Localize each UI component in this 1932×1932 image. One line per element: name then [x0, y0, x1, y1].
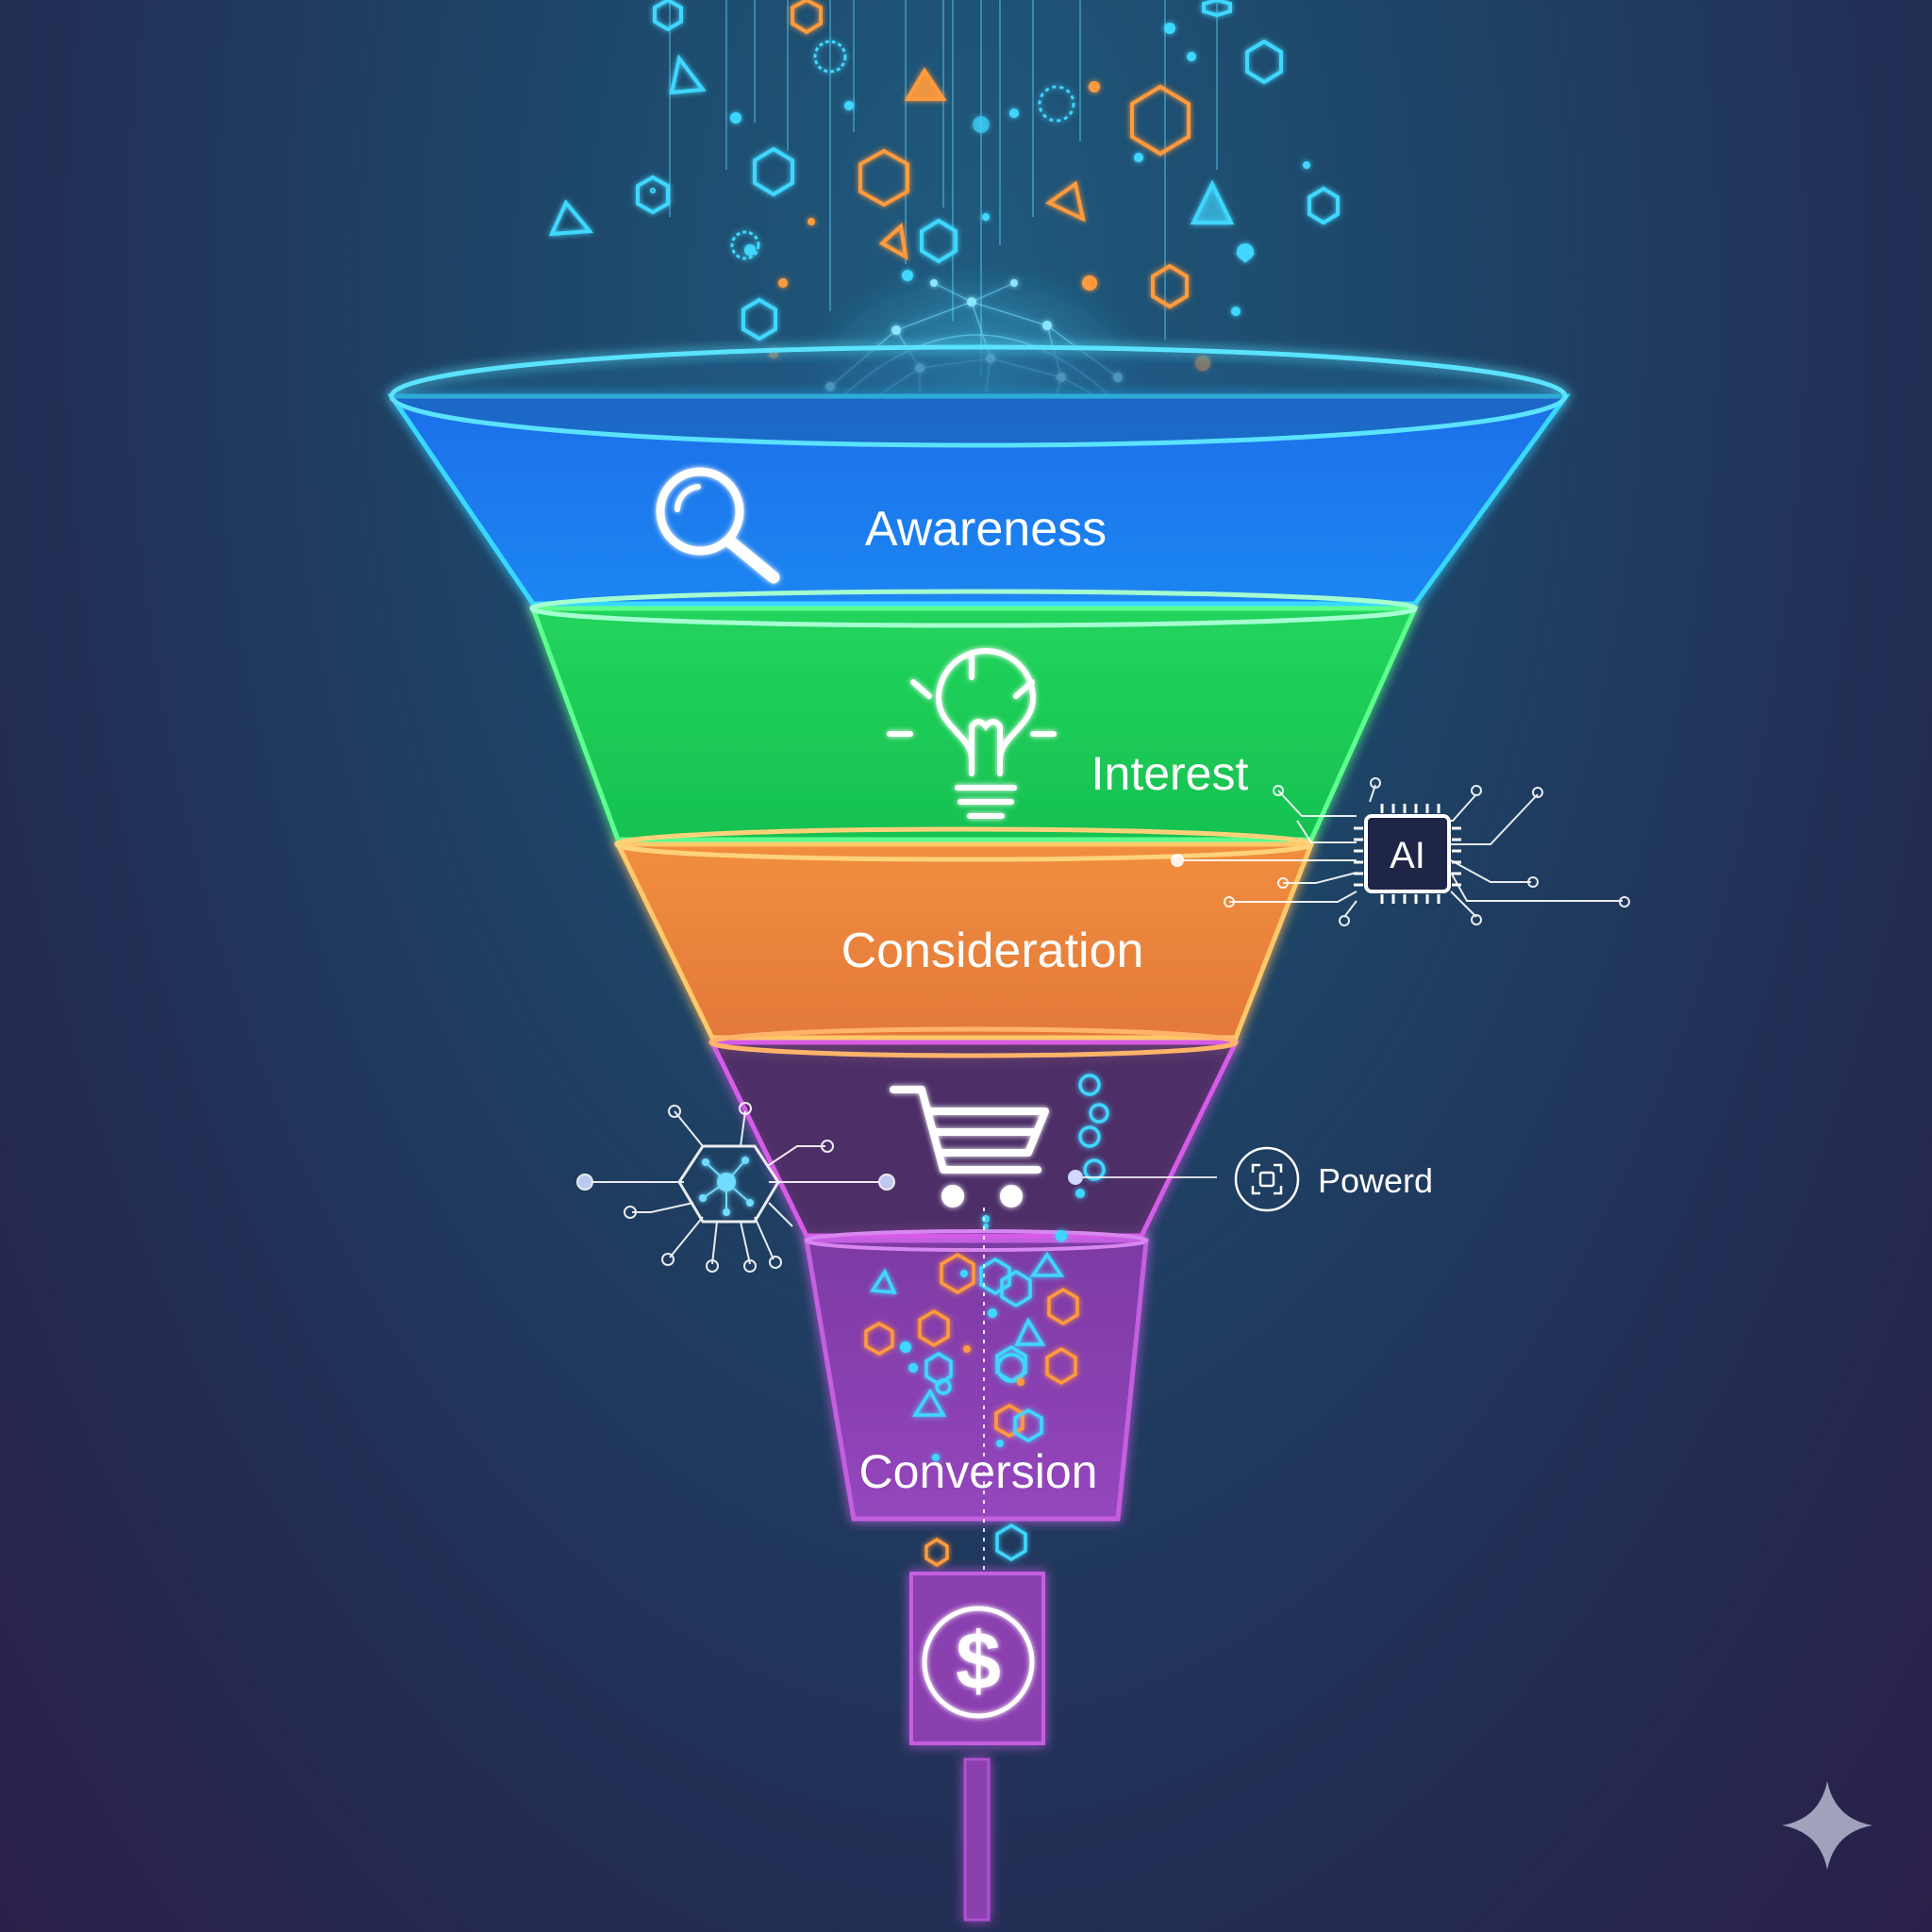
- ai-chip-label: AI: [1390, 835, 1425, 876]
- stage-label-awareness: Awareness: [865, 502, 1107, 557]
- sparkle-icon: [1782, 1781, 1873, 1870]
- hexagon-icon: [1247, 42, 1281, 82]
- triangle-icon: [908, 71, 943, 99]
- hexagon-icon: [1153, 266, 1187, 307]
- hexagon-icon: [792, 0, 821, 32]
- triangle-icon: [1049, 184, 1083, 219]
- powered-label: Powerd: [1318, 1161, 1433, 1200]
- network-hub-core: [699, 1157, 754, 1216]
- scan-frame-icon: [1236, 1148, 1298, 1210]
- hexagon-icon: [860, 151, 908, 205]
- hexagon-icon: [743, 300, 775, 339]
- stage-label-interest: Interest: [1091, 747, 1249, 800]
- stage-label-conversion: Conversion: [859, 1445, 1098, 1498]
- hexagon-icon: [655, 0, 681, 29]
- triangle-icon: [672, 58, 703, 92]
- hexagon-icon: [1309, 189, 1338, 223]
- stage-awareness: [391, 347, 1566, 604]
- triangle-icon: [1193, 184, 1231, 223]
- triangle-icon: [552, 203, 590, 234]
- ring-icon: [652, 190, 654, 192]
- triangle-icon: [882, 226, 906, 257]
- hexagon-icon: [1132, 87, 1189, 154]
- stage-label-consideration: Consideration: [841, 924, 1144, 978]
- hexagon-icon: [638, 177, 668, 212]
- hexagon-icon: [755, 149, 792, 194]
- ai-chip-icon: AI: [1354, 804, 1461, 904]
- dollar-symbol: $: [956, 1616, 1001, 1707]
- hexagon-icon: [922, 221, 956, 261]
